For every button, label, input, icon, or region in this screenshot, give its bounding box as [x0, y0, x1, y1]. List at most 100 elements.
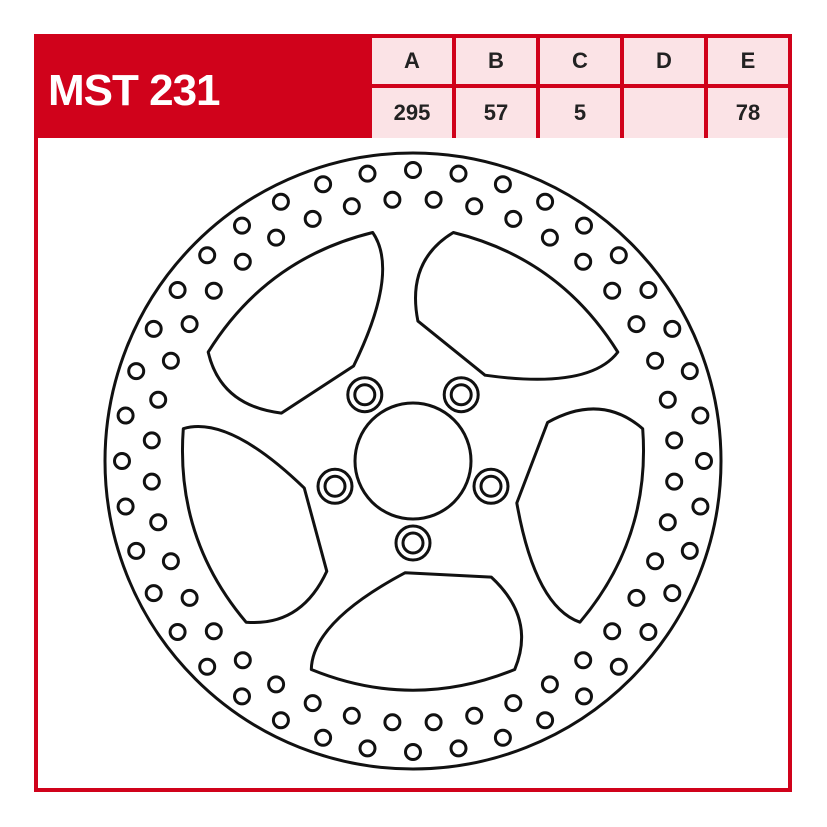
spec-table: A B C D E 295 57 5 78 [368, 38, 788, 138]
ventilation-hole [271, 192, 290, 211]
ventilation-hole [646, 552, 665, 571]
ventilation-hole [127, 541, 146, 560]
ventilation-hole [198, 657, 217, 676]
product-code: MST 231 [48, 66, 221, 115]
ventilation-hole [342, 706, 361, 725]
spec-value-d [620, 88, 704, 138]
mounting-hole-inner [479, 474, 503, 498]
mounting-hole-inner [353, 383, 377, 407]
mounting-hole-outer [316, 467, 354, 505]
brake-disc-drawing [38, 138, 788, 788]
ventilation-hole [358, 739, 377, 758]
ventilation-hole [383, 190, 402, 209]
ventilation-hole [658, 390, 677, 409]
ventilation-hole [658, 513, 677, 532]
ventilation-hole [404, 161, 422, 179]
mounting-hole-outer [346, 376, 384, 414]
ventilation-hole [168, 281, 187, 299]
ventilation-hole [627, 315, 646, 334]
spec-header-c: C [536, 38, 620, 88]
ventilation-hole [540, 228, 559, 247]
ventilation-hole [639, 281, 658, 299]
ventilation-hole [383, 713, 402, 732]
ventilation-hole [149, 390, 168, 409]
ventilation-hole [116, 406, 135, 425]
ventilation-hole [303, 209, 322, 228]
ventilation-hole [342, 197, 361, 216]
ventilation-hole [168, 623, 187, 641]
ventilation-hole [233, 687, 251, 706]
mounting-hole-outer [394, 524, 432, 562]
ventilation-hole [646, 351, 665, 370]
disc-cutout [181, 425, 329, 625]
ventilation-hole [180, 588, 199, 607]
ventilation-hole [303, 694, 322, 713]
mounting-hole-inner [449, 383, 473, 407]
ventilation-hole [127, 362, 146, 381]
brake-disc-svg [103, 151, 723, 771]
ventilation-hole [465, 706, 484, 725]
product-card: MST 231 A B C D E 295 57 5 78 [34, 34, 792, 792]
ventilation-hole [691, 497, 710, 516]
ventilation-hole [161, 351, 180, 370]
disc-cutout [309, 571, 524, 692]
ventilation-hole [424, 713, 443, 732]
ventilation-hole [540, 675, 559, 694]
ventilation-hole [142, 472, 161, 491]
ventilation-hole [204, 281, 223, 300]
ventilation-hole [665, 472, 684, 491]
ventilation-hole [574, 651, 593, 670]
ventilation-hole [465, 197, 484, 216]
ventilation-hole [575, 687, 593, 706]
spec-header-e: E [704, 38, 788, 88]
ventilation-hole [233, 651, 252, 670]
spec-header-d: D [620, 38, 704, 88]
ventilation-hole [603, 622, 622, 641]
ventilation-hole [144, 584, 163, 603]
ventilation-hole [233, 252, 252, 271]
ventilation-hole [267, 675, 286, 694]
mounting-hole-inner [323, 474, 347, 498]
ventilation-hole [180, 315, 199, 334]
ventilation-hole [449, 164, 468, 183]
disc-cutout [515, 407, 645, 624]
ventilation-hole [691, 406, 710, 425]
disc-cutout [206, 231, 385, 415]
ventilation-hole [271, 711, 290, 730]
ventilation-hole [314, 175, 333, 194]
mounting-hole-outer [472, 467, 510, 505]
spec-value-b: 57 [452, 88, 536, 138]
ventilation-hole [116, 497, 135, 516]
ventilation-hole [680, 362, 699, 381]
disc-outer-edge [103, 151, 723, 771]
ventilation-hole [424, 190, 443, 209]
ventilation-hole [142, 431, 161, 450]
mounting-hole-outer [442, 376, 480, 414]
ventilation-hole [663, 319, 682, 338]
ventilation-hole [609, 246, 628, 265]
ventilation-hole [504, 694, 523, 713]
ventilation-hole [449, 739, 468, 758]
ventilation-hole [198, 246, 217, 265]
title-box: MST 231 [38, 38, 368, 138]
ventilation-hole [575, 216, 593, 235]
ventilation-hole [314, 728, 333, 747]
ventilation-hole [144, 319, 163, 338]
ventilation-hole [536, 711, 555, 730]
ventilation-hole [161, 552, 180, 571]
center-bore [353, 401, 473, 521]
ventilation-hole [493, 728, 512, 747]
spec-value-e: 78 [704, 88, 788, 138]
ventilation-hole [493, 175, 512, 194]
ventilation-hole [603, 281, 622, 300]
ventilation-hole [627, 588, 646, 607]
ventilation-hole [639, 623, 658, 641]
ventilation-hole [665, 431, 684, 450]
ventilation-hole [404, 743, 422, 761]
spec-header-a: A [368, 38, 452, 88]
ventilation-hole [204, 622, 223, 641]
spec-value-a: 295 [368, 88, 452, 138]
spec-header-b: B [452, 38, 536, 88]
mounting-hole-inner [401, 531, 425, 555]
disc-cutout [414, 231, 620, 381]
